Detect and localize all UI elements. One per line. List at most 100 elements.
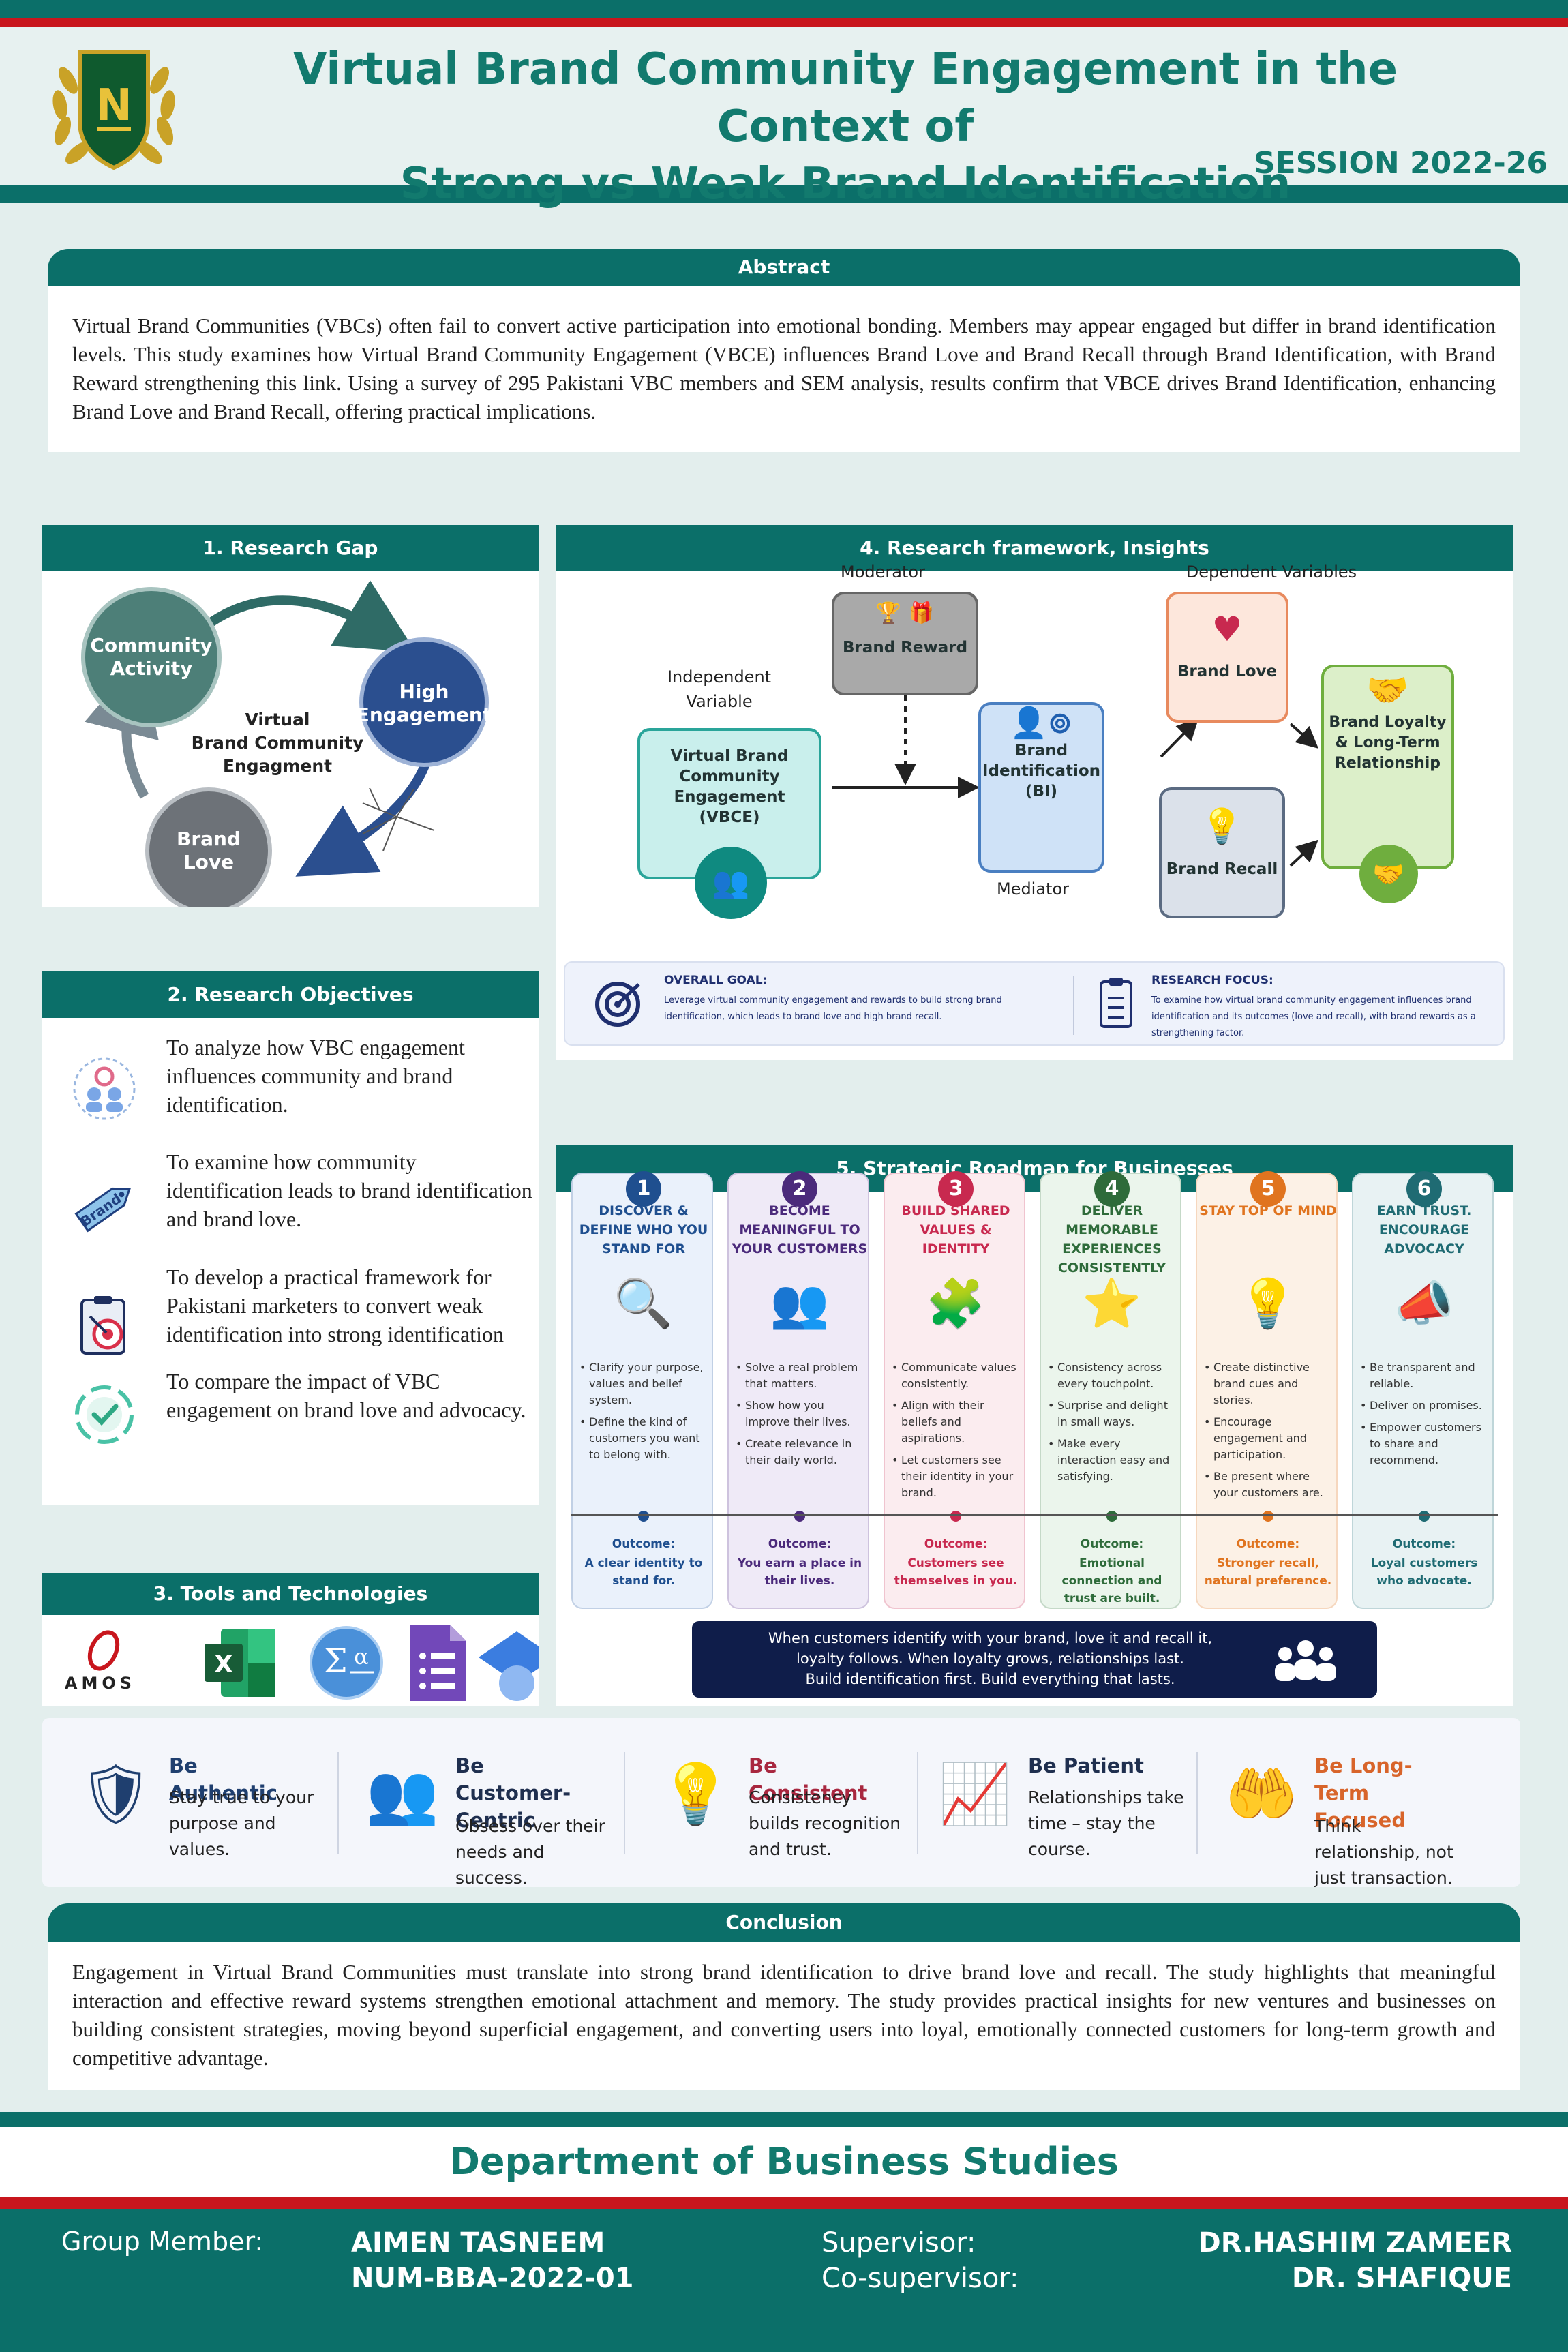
step-bullet: Create relevance in their daily world. xyxy=(736,1436,865,1468)
step-bullet: Surprise and delight in small ways. xyxy=(1048,1398,1177,1430)
people-group-icon xyxy=(1275,1640,1336,1681)
step-title: BUILD SHARED VALUES & IDENTITY xyxy=(901,1203,1010,1256)
vbce-box: Virtual Brand Community Engagement (VBCE… xyxy=(637,728,821,919)
timeline-dot xyxy=(1106,1511,1117,1522)
step-bullet: Let customers see their identity in your… xyxy=(892,1452,1021,1501)
vbce-line-4: (VBCE) xyxy=(699,809,760,826)
moderator-label: Moderator xyxy=(841,562,925,582)
target-board-icon xyxy=(80,1296,125,1355)
svg-text:Σ: Σ xyxy=(323,1641,347,1680)
step-bullet: Define the kind of customers you want to… xyxy=(579,1414,709,1463)
header-band xyxy=(0,27,1568,185)
community-line-2: Activity xyxy=(110,657,193,680)
heart-hand-icon: 🤲 xyxy=(1224,1762,1298,1827)
objective-4: To compare the impact of VBC engagement … xyxy=(166,1369,526,1422)
principle-title: Be Patient xyxy=(1028,1754,1144,1777)
step-bullet: Be transparent and reliable. xyxy=(1360,1359,1490,1392)
step-bullet: Empower customers to share and recommend… xyxy=(1360,1419,1490,1468)
brand-reward-box: 🏆 🎁 Brand Reward xyxy=(832,592,978,695)
identity-fingerprint-icon: 👤⊚ xyxy=(1010,706,1073,740)
outcome-label: Outcome: xyxy=(612,1537,676,1551)
timeline-dot xyxy=(794,1511,805,1522)
timeline-dot xyxy=(1419,1511,1430,1522)
outcome-text: Customers see themselves in you. xyxy=(894,1556,1018,1588)
center-line-3: Engagment xyxy=(223,756,332,776)
principle-divider xyxy=(1196,1752,1198,1854)
outcome-label: Outcome: xyxy=(1392,1537,1456,1551)
university-logo: N xyxy=(52,50,175,170)
header-top-stripe xyxy=(0,0,1568,18)
outcome-label: Outcome: xyxy=(1080,1537,1144,1551)
outcome-text: Loyal customers who advocate. xyxy=(1370,1556,1478,1588)
outcome-text: A clear identity to stand for. xyxy=(584,1556,703,1588)
amos-logo: AMOS xyxy=(65,1630,136,1693)
principle-divider xyxy=(624,1752,625,1854)
principle-text: Obsess over their needs and success. xyxy=(455,1816,605,1888)
love-line-2: Love xyxy=(183,851,234,873)
outcome-text: You earn a place in their lives. xyxy=(737,1556,862,1588)
independent-label: Independent Variable xyxy=(651,665,787,714)
conclusion-heading: Conclusion xyxy=(48,1903,1520,1942)
title-line-2: Strong vs Weak Brand Identification xyxy=(399,159,1291,209)
principle-title: Be Long-Term Focused xyxy=(1314,1754,1413,1832)
high-line-2: Engagement xyxy=(357,704,492,726)
banner-line-1: When customers identify with your brand,… xyxy=(768,1630,1213,1646)
high-line-1: High xyxy=(399,680,449,703)
step-number-badge: 2 xyxy=(782,1171,817,1207)
brand-identification-box: 👤⊚ Brand Identification (BI) xyxy=(978,702,1104,873)
step-bullets: Be transparent and reliable.Deliver on p… xyxy=(1360,1359,1490,1474)
objective-3: To develop a practical framework for Pak… xyxy=(166,1265,504,1346)
people-icon: 👥 xyxy=(770,1277,830,1330)
handshake-icon: 🤝 xyxy=(1359,845,1418,903)
research-gap-cycle-diagram: Community Activity High Engagement Brand… xyxy=(81,580,492,914)
loyalty-line-1: Brand Loyalty xyxy=(1329,714,1447,731)
supervisor-label: Supervisor: xyxy=(821,2227,976,2259)
principle-text: Stay true to your purpose and values. xyxy=(169,1788,314,1859)
step-number-badge: 5 xyxy=(1250,1171,1286,1207)
team-gear-icon xyxy=(73,1057,136,1120)
research-gap-heading: 1. Research Gap xyxy=(42,525,539,571)
outcome-label: Outcome: xyxy=(924,1537,988,1551)
lightbulb-icon: 💡 xyxy=(659,1762,732,1827)
brand-recall-label: Brand Recall xyxy=(1166,860,1278,878)
independent-line-1: Independent xyxy=(667,667,772,687)
lightbulb-icon: 💡 xyxy=(1201,806,1243,846)
bi-line-1: Brand xyxy=(1014,742,1068,759)
step-bullet: Encourage engagement and participation. xyxy=(1204,1414,1333,1463)
excel-letter: X xyxy=(214,1650,233,1678)
love-line-1: Brand xyxy=(177,828,241,850)
principle-divider xyxy=(917,1752,918,1854)
step-bullet: Solve a real problem that matters. xyxy=(736,1359,865,1392)
step-title: BECOME MEANINGFUL TO YOUR CUSTOMERS xyxy=(732,1203,868,1256)
step-bullet: Make every interaction easy and satisfyi… xyxy=(1048,1436,1177,1485)
principles-band xyxy=(42,1718,1520,1887)
step-bullet: Clarify your purpose, values and belief … xyxy=(579,1359,709,1408)
member-id: NUM-BBA-2022-01 xyxy=(351,2263,634,2294)
svg-text:α: α xyxy=(354,1644,369,1670)
focus-title: RESEARCH FOCUS: xyxy=(1151,974,1273,987)
goal-focus-box: OVERALL GOAL: Leverage virtual community… xyxy=(564,961,1505,1046)
amos-label: AMOS xyxy=(65,1674,136,1693)
target-icon xyxy=(595,982,640,1027)
goal-text: Leverage virtual community engagement an… xyxy=(664,995,1002,1022)
step-title: STAY TOP OF MIND xyxy=(1199,1203,1337,1218)
session-label: SESSION 2022-26 xyxy=(1253,146,1548,181)
node-community-activity xyxy=(81,587,222,727)
independent-line-2: Variable xyxy=(686,692,753,711)
tools-logos: AMOS X Σ α xyxy=(65,1625,555,1701)
brand-reward-label: Brand Reward xyxy=(842,639,968,657)
shield-heart-icon: 🛡 xyxy=(78,1762,153,1827)
loyalty-line-3: Relationship xyxy=(1334,755,1441,772)
bi-line-2: Identification xyxy=(982,762,1101,780)
step-bullets: Solve a real problem that matters.Show h… xyxy=(736,1359,865,1474)
principle-title: Be Customer-Centric xyxy=(455,1754,571,1832)
excel-icon: X xyxy=(205,1629,275,1697)
principle-text: Relationships take time – stay the cours… xyxy=(1028,1788,1184,1859)
tools-heading: 3. Tools and Technologies xyxy=(42,1573,539,1615)
header-bottom-stripe xyxy=(0,185,1568,203)
objective-1: To analyze how VBC engagement influences… xyxy=(166,1035,465,1117)
people-icon: 👥 xyxy=(365,1762,439,1827)
